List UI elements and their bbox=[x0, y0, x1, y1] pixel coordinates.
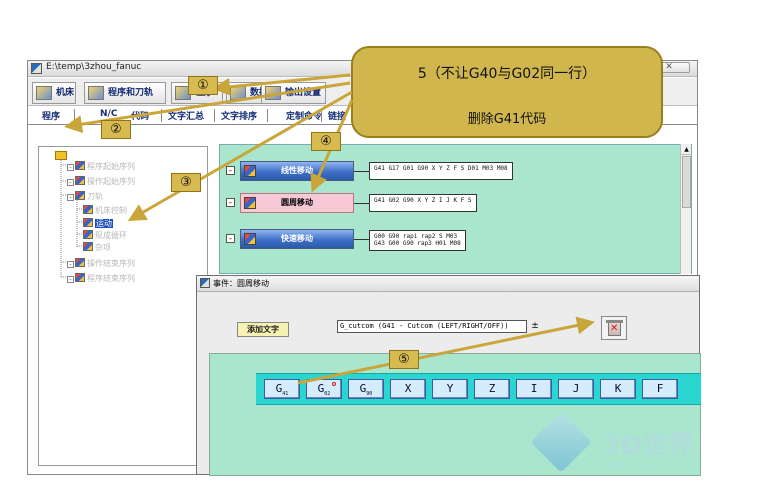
circular-move-button[interactable]: 圆周移动 bbox=[240, 193, 354, 213]
token-g41[interactable]: G41 bbox=[264, 379, 300, 399]
subtab-program[interactable]: 程序 bbox=[42, 112, 61, 122]
subtab-separator bbox=[74, 109, 75, 122]
event-icon bbox=[244, 165, 256, 177]
collapse-icon[interactable]: - bbox=[226, 234, 235, 243]
word-select[interactable]: G_cutcom (G41 - Cutcom (LEFT/RIGHT/OFF)) bbox=[337, 320, 527, 333]
event-icon bbox=[244, 233, 256, 245]
token-g02[interactable]: G02 bbox=[306, 379, 342, 399]
rapid-move-code: G00 G90 rapi rap2 S M03 G43 G00 G90 rap3… bbox=[369, 230, 466, 251]
tree-item-program-start[interactable]: -程序起始序列 bbox=[67, 161, 135, 172]
step-badge-3: ③ bbox=[171, 173, 201, 192]
dropdown-arrow-icon[interactable]: ± bbox=[531, 321, 539, 331]
tab-machine[interactable]: 机床 bbox=[32, 82, 76, 104]
subtab-word-sequence[interactable]: 文字排序 bbox=[221, 112, 258, 122]
scroll-thumb[interactable] bbox=[682, 156, 691, 208]
expand-icon: - bbox=[67, 164, 74, 171]
linear-move-code: G41 G17 G01 G90 X Y Z F S D01 M03 M08 bbox=[369, 162, 513, 180]
tree-connector-lines bbox=[60, 160, 89, 278]
subtab-word-summary[interactable]: 文字汇总 bbox=[168, 112, 205, 122]
token-j[interactable]: J bbox=[558, 379, 594, 399]
step-badge-5: ⑤ bbox=[389, 350, 419, 369]
event-group-icon bbox=[83, 205, 93, 214]
token-f[interactable]: F bbox=[642, 379, 678, 399]
instruction-callout: 5（不让G40与G02同一行） 删除G41代码 bbox=[351, 46, 663, 138]
token-i[interactable]: I bbox=[516, 379, 552, 399]
expand-icon: - bbox=[67, 179, 74, 186]
tab-output-settings[interactable]: 输出设置 bbox=[261, 82, 326, 104]
token-y[interactable]: Y bbox=[432, 379, 468, 399]
tree-item-toolpath[interactable]: -刀轨 bbox=[67, 191, 103, 202]
app-icon bbox=[31, 63, 42, 74]
step-badge-2: ② bbox=[101, 120, 131, 139]
subtab-separator bbox=[321, 109, 322, 122]
word-token-strip: G41 G02 G90 X Y Z I J K F bbox=[256, 373, 701, 405]
app-icon bbox=[200, 278, 210, 288]
scroll-up-icon[interactable]: ▲ bbox=[681, 144, 692, 155]
expand-icon: - bbox=[67, 276, 74, 283]
watermark-url: WWW.3DSJ.COM bbox=[602, 461, 680, 470]
subtab-code[interactable]: 代码 bbox=[131, 112, 150, 122]
event-panel: - 线性移动 G41 G17 G01 G90 X Y Z F S D01 M03… bbox=[219, 144, 692, 274]
callout-line-2: 删除G41代码 bbox=[467, 112, 547, 127]
token-g90[interactable]: G90 bbox=[348, 379, 384, 399]
watermark-logo: 3D世界 WWW.3DSJ.COM bbox=[530, 411, 700, 485]
circular-move-code: G41 G02 G90 X Y Z I J K F S bbox=[369, 194, 477, 212]
subtab-nc[interactable]: N/C bbox=[100, 109, 118, 119]
tab-program-toolpath[interactable]: 程序和刀轨 bbox=[84, 82, 166, 104]
program-toolpath-icon bbox=[88, 86, 104, 100]
delete-word-button[interactable]: ✕ bbox=[601, 316, 627, 340]
token-k[interactable]: K bbox=[600, 379, 636, 399]
linear-move-button[interactable]: 线性移动 bbox=[240, 161, 354, 181]
tree-item-machine-control[interactable]: 机床控制 bbox=[83, 205, 127, 216]
tree-item-motion[interactable]: 运动 bbox=[83, 218, 113, 229]
folder-icon bbox=[55, 151, 67, 160]
subtab-separator bbox=[161, 109, 162, 122]
expand-icon: - bbox=[67, 261, 74, 268]
subtab-separator bbox=[267, 109, 268, 122]
watermark-text: 3D世界 bbox=[602, 431, 694, 461]
connector-line bbox=[354, 203, 369, 204]
tree-item-program-end[interactable]: -程序结束序列 bbox=[67, 273, 135, 284]
event-group-icon bbox=[75, 176, 85, 185]
event-group-icon bbox=[83, 218, 93, 227]
tree-item-misc[interactable]: 杂项 bbox=[83, 242, 111, 253]
event-group-icon bbox=[75, 161, 85, 170]
event-group-icon bbox=[83, 242, 93, 251]
tree-item-operation-start[interactable]: -操作起始序列 bbox=[67, 176, 135, 187]
token-x[interactable]: X bbox=[390, 379, 426, 399]
collapse-icon[interactable]: - bbox=[226, 166, 235, 175]
event-group-icon bbox=[75, 258, 85, 267]
event-group-icon bbox=[75, 273, 85, 282]
event-panel-scrollbar[interactable]: ▲ bbox=[680, 144, 692, 274]
connector-line bbox=[354, 239, 369, 240]
add-text-button[interactable]: 添加文字 bbox=[237, 322, 289, 337]
subtab-custom-command[interactable]: 定制命令 bbox=[286, 112, 323, 122]
event-group-icon bbox=[75, 191, 85, 200]
output-settings-icon bbox=[265, 86, 281, 100]
callout-line-1: 5（不让G40与G02同一行） bbox=[417, 66, 597, 82]
step-badge-1: ① bbox=[188, 76, 218, 95]
subtab-link[interactable]: 链接 bbox=[328, 112, 347, 122]
dialog-titlebar: 事件：圆周移动 bbox=[197, 276, 699, 292]
data-def-icon bbox=[230, 86, 246, 100]
window-title: E:\temp\3zhou_fanuc bbox=[46, 62, 142, 72]
subtab-separator bbox=[214, 109, 215, 122]
step-badge-4: ④ bbox=[311, 132, 341, 151]
delete-x-icon: ✕ bbox=[610, 323, 619, 334]
collapse-icon[interactable]: - bbox=[226, 198, 235, 207]
event-group-icon bbox=[83, 230, 93, 239]
trash-lid bbox=[606, 320, 623, 323]
event-icon bbox=[244, 197, 256, 209]
connector-line bbox=[354, 171, 369, 172]
machine-icon bbox=[36, 86, 52, 100]
rapid-move-button[interactable]: 快速移动 bbox=[240, 229, 354, 249]
program-tree: -程序起始序列 -操作起始序列 -刀轨 机床控制 运动 现成循环 杂项 -操作结… bbox=[38, 146, 208, 466]
token-z[interactable]: Z bbox=[474, 379, 510, 399]
collapse-icon: - bbox=[67, 194, 74, 201]
tree-item-canned-cycle[interactable]: 现成循环 bbox=[83, 230, 127, 241]
modal-indicator-icon bbox=[332, 382, 336, 386]
cube-logo-icon bbox=[530, 411, 592, 473]
tree-item-operation-end[interactable]: -操作结束序列 bbox=[67, 258, 135, 269]
dialog-title: 事件：圆周移动 bbox=[213, 279, 269, 288]
